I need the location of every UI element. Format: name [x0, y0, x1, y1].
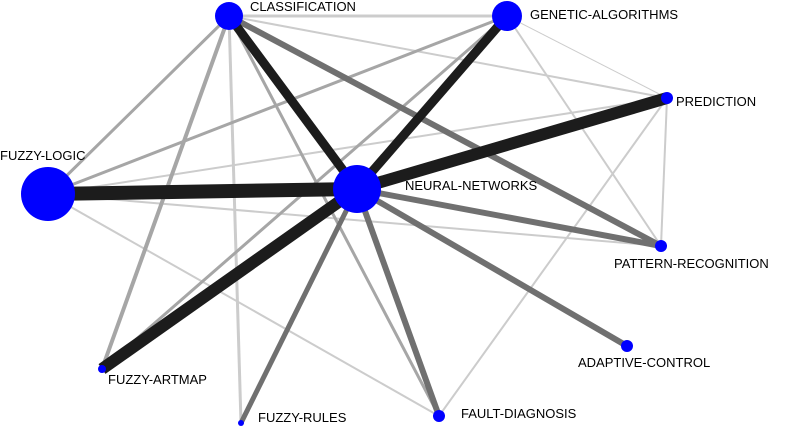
node-pattern-recognition [655, 240, 667, 252]
edge-neural-networks-fault-diagnosis [354, 187, 442, 418]
node-label-fuzzy-logic: FUZZY-LOGIC [0, 148, 85, 163]
node-label-fault-diagnosis: FAULT-DIAGNOSIS [461, 406, 577, 421]
node-label-fuzzy-artmap: FUZZY-ARTMAP [108, 372, 207, 387]
edge-neural-networks-genetic-algorithms [353, 13, 511, 192]
node-genetic-algorithms [492, 1, 522, 31]
node-fault-diagnosis [433, 410, 445, 422]
node-label-neural-networks: NEURAL-NETWORKS [405, 178, 538, 193]
node-fuzzy-rules [238, 420, 244, 426]
edge-fuzzy-logic-fault-diagnosis [47, 193, 440, 417]
edge-fuzzy-logic-pattern-recognition [47, 193, 662, 247]
edge-prediction-fault-diagnosis [438, 97, 668, 417]
edge-neural-networks-adaptive-control [355, 186, 629, 349]
node-fuzzy-artmap [98, 365, 106, 373]
edge-neural-networks-prediction [355, 92, 669, 195]
node-label-fuzzy-rules: FUZZY-RULES [258, 410, 347, 425]
edge-genetic-algorithms-prediction [506, 15, 668, 99]
node-label-pattern-recognition: PATTERN-RECOGNITION [614, 256, 769, 271]
edge-neural-networks-fuzzy-rules [238, 187, 360, 425]
edge-neural-networks-pattern-recognition [356, 186, 662, 249]
node-adaptive-control [621, 340, 633, 352]
edge-classification-fault-diagnosis [227, 15, 441, 417]
edge-neural-networks-fuzzy-logic [47, 182, 358, 201]
node-label-adaptive-control: ADAPTIVE-CONTROL [578, 355, 710, 370]
edge-classification-pattern-recognition [227, 13, 663, 249]
node-classification [215, 2, 243, 30]
edge-genetic-algorithms-fuzzy-logic [47, 14, 508, 196]
node-label-genetic-algorithms: GENETIC-ALGORITHMS [530, 7, 678, 22]
node-label-prediction: PREDICTION [676, 94, 756, 109]
edge-genetic-algorithms-pattern-recognition [506, 15, 662, 247]
edge-prediction-pattern-recognition [660, 97, 668, 247]
edge-layer [46, 13, 669, 425]
edge-classification-prediction [228, 15, 668, 99]
node-layer [21, 1, 673, 426]
edge-classification-fuzzy-rules [227, 15, 243, 424]
node-prediction [661, 92, 673, 104]
node-neural-networks [333, 165, 381, 213]
edge-classification-fuzzy-logic [46, 14, 231, 196]
node-fuzzy-logic [21, 167, 75, 221]
label-layer: CLASSIFICATION GENETIC-ALGORITHMS PREDICTI… [0, 0, 769, 425]
node-label-classification: CLASSIFICATION [250, 0, 356, 14]
edge-neural-networks-classification [225, 13, 361, 192]
edge-neural-networks-fuzzy-artmap [98, 184, 361, 374]
